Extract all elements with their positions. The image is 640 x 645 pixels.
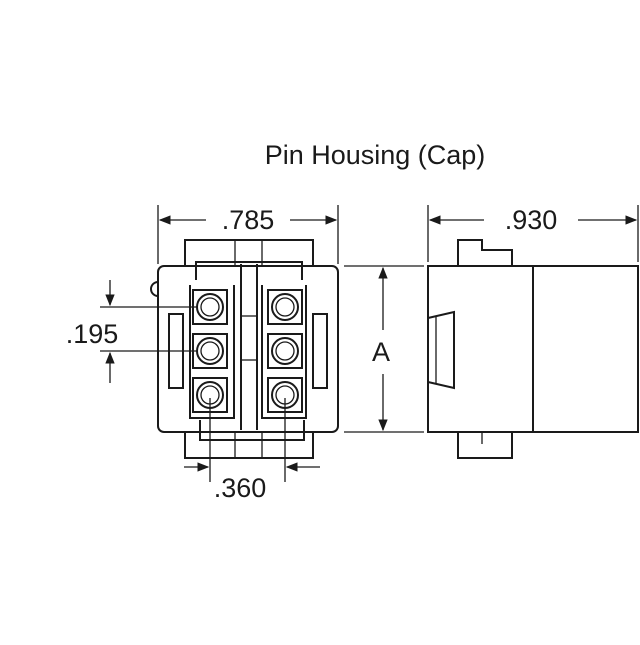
pin-cavity-5 [267,333,303,369]
side-view [427,239,639,459]
dimension-height: A [344,265,424,433]
dimension-pin-pitch-vertical: .195 [66,280,197,383]
dimension-pin-pitch-horizontal: .360 [184,398,320,503]
dimension-side-depth: .930 [427,205,639,262]
front-view [150,239,339,459]
height-label: A [372,337,390,367]
pin-pitch-vertical-label: .195 [66,319,119,349]
pin-pitch-horizontal-label: .360 [214,473,267,503]
drawing-title: Pin Housing (Cap) [265,140,486,170]
pin-cavity-4 [267,289,303,325]
side-depth-label: .930 [505,205,558,235]
front-width-label: .785 [222,205,275,235]
dimension-front-width: .785 [157,205,339,264]
